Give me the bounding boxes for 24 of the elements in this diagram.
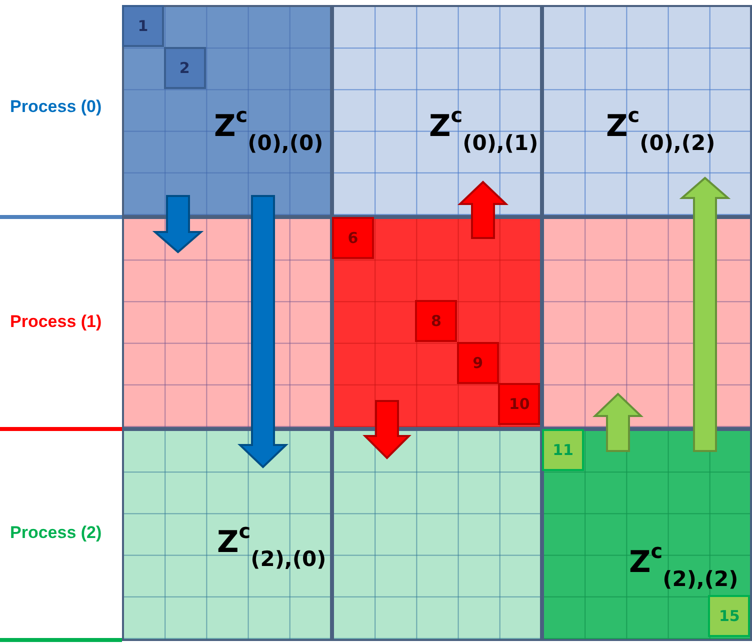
numbered-cell: 1 (122, 5, 164, 47)
matrix-block (122, 429, 332, 641)
matrix-block (122, 5, 332, 217)
matrix-block (542, 429, 752, 641)
row-label: Process (2) (10, 523, 102, 543)
matrix-block (542, 5, 752, 217)
matrix-block (332, 429, 542, 641)
block-arrow (238, 195, 288, 468)
numbered-cell: 15 (708, 595, 750, 638)
numbered-cell: 6 (332, 217, 374, 259)
row-label: Process (1) (10, 312, 102, 332)
numbered-cell: 11 (542, 429, 584, 471)
row-label: Process (0) (10, 97, 102, 117)
block-arrow (592, 392, 644, 452)
matrix-block (332, 5, 542, 217)
numbered-cell: 9 (456, 342, 499, 384)
block-arrow (362, 400, 412, 460)
numbered-cell: 2 (164, 46, 206, 89)
block-arrow (152, 195, 204, 254)
numbered-cell: 8 (415, 300, 458, 342)
block-arrow (458, 180, 508, 239)
block-arrow (679, 176, 731, 452)
numbered-cell: 10 (498, 383, 540, 426)
matrix-block (332, 217, 542, 429)
